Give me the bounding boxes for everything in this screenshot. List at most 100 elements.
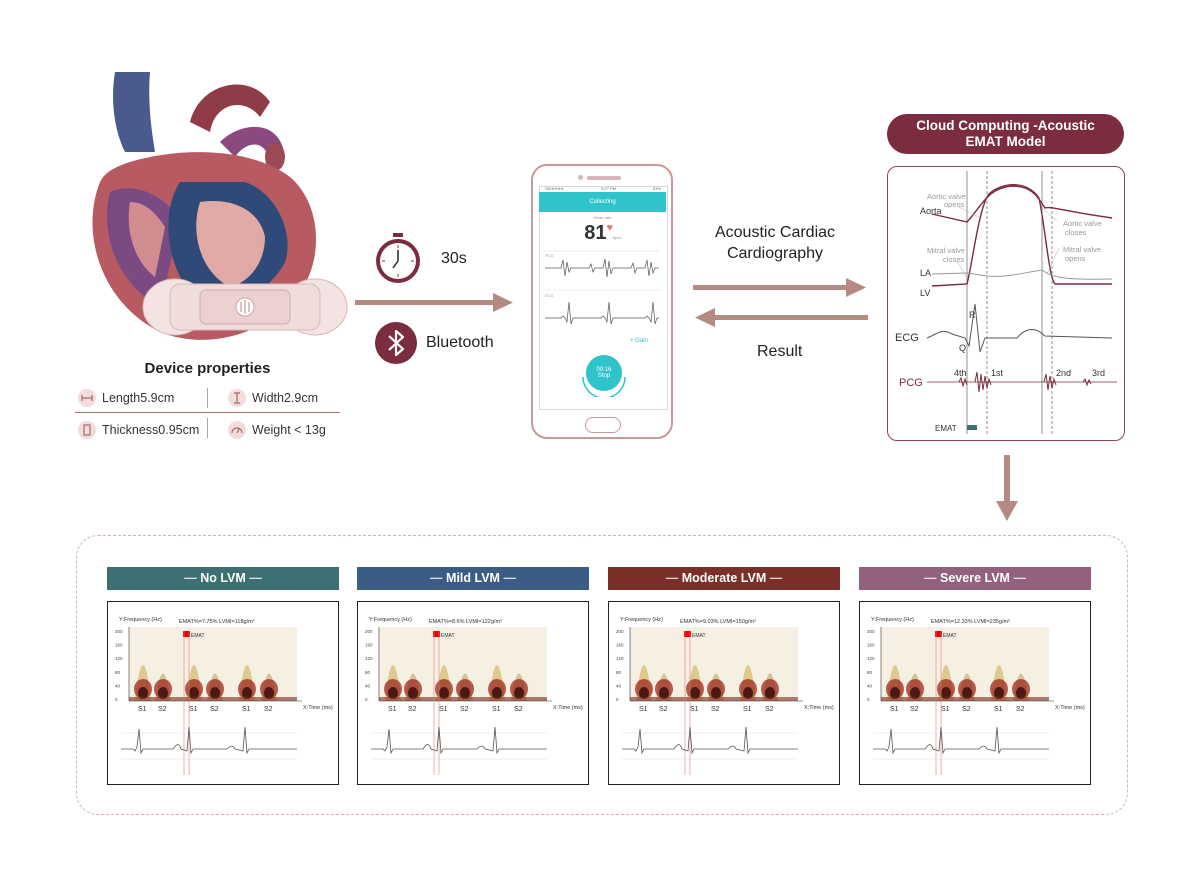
y-tick-label: 120 <box>616 656 624 661</box>
y-axis-label: Y:Frequency (Hz) <box>620 617 663 623</box>
y-tick-label: 40 <box>616 683 622 688</box>
spectral-core-dark <box>711 687 721 699</box>
spectral-core-dark <box>941 687 951 699</box>
device-length-label: Length5.9cm <box>102 391 175 405</box>
spectral-core-dark <box>659 687 669 699</box>
spectral-core-dark <box>460 687 470 699</box>
ecg-trace <box>622 726 798 755</box>
y-axis-label: Y:Frequency (Hz) <box>119 617 162 623</box>
carrier-label: SKHHHHL <box>545 186 565 191</box>
y-tick-label: 160 <box>365 643 373 648</box>
phone-ecg-label: ECG <box>545 293 554 298</box>
x-tick-label: S2 <box>1016 706 1025 713</box>
spectral-core-dark <box>962 687 972 699</box>
cloud-model-title: Cloud Computing -Acoustic EMAT Model <box>887 114 1124 154</box>
y-tick-label: 160 <box>115 643 123 648</box>
y-tick-label: 200 <box>365 629 373 634</box>
label-q-wave: Q <box>959 343 966 353</box>
device-weight-label: Weight < 13g <box>252 423 326 437</box>
cloud-title-line2: EMAT Model <box>965 134 1046 149</box>
x-tick-label: S2 <box>408 706 417 713</box>
spectral-core-dark <box>242 687 252 699</box>
emat-stats: EMAT%=9.03% LVMI=150g/m² <box>680 619 756 625</box>
x-tick-label: S1 <box>388 706 397 713</box>
dash-decoration: — <box>430 571 447 585</box>
ruler-icon <box>78 389 96 407</box>
label-sound-3rd: 3rd <box>1092 368 1105 378</box>
speaker-grille <box>587 176 621 180</box>
label-aorta: Aorta <box>920 206 942 216</box>
label-sound-4th: 4th <box>954 368 967 378</box>
device-length: Length5.9cm <box>78 389 174 407</box>
x-tick-label: S1 <box>690 706 699 713</box>
y-tick-label: 80 <box>867 670 873 675</box>
spectral-core-dark <box>439 687 449 699</box>
gain-control[interactable]: + Gain <box>630 338 648 344</box>
cloud-title-line1: Cloud Computing -Acoustic <box>916 118 1095 133</box>
x-axis-label: X:Time (ms) <box>303 705 333 711</box>
spectrogram-plot: Y:Frequency (Hz)EMAT%=7.75% LVMI=118g/m²… <box>115 617 333 775</box>
scale-icon <box>228 421 246 439</box>
emat-marker <box>433 631 440 637</box>
category-header: — No LVM — <box>107 567 339 590</box>
label-aortic-opens: Aortic valve <box>927 192 966 201</box>
emat-marker-label: EMAT <box>191 633 205 639</box>
device-width-label: Width2.9cm <box>252 391 318 405</box>
label-ecg: ECG <box>895 332 919 344</box>
result-label: Result <box>757 343 803 360</box>
y-tick-label: 160 <box>867 643 875 648</box>
spectral-core-dark <box>743 687 753 699</box>
label-pcg: PCG <box>899 377 923 389</box>
x-tick-label: S2 <box>158 706 167 713</box>
spectral-core-dark <box>158 687 168 699</box>
category-header: — Moderate LVM — <box>608 567 840 590</box>
ecg-trace <box>873 726 1049 755</box>
heart-rate-value: 81♥bpm <box>539 222 666 245</box>
emat-marker-label: EMAT <box>692 633 706 639</box>
plus-icon: + <box>630 338 636 344</box>
spectral-core-dark <box>765 687 775 699</box>
device-thickness-label: Thickness0.95cm <box>102 423 200 437</box>
y-tick-label: 200 <box>616 629 624 634</box>
home-button[interactable] <box>585 417 621 433</box>
y-tick-label: 120 <box>115 656 123 661</box>
x-tick-label: S2 <box>711 706 720 713</box>
gain-label: Gain <box>635 338 648 344</box>
spectral-core-dark <box>138 687 148 699</box>
x-tick-label: S2 <box>962 706 971 713</box>
bluetooth-icon <box>375 322 417 364</box>
results-container <box>76 535 1128 815</box>
x-tick-label: S1 <box>492 706 501 713</box>
y-tick-label: 40 <box>115 683 121 688</box>
thickness-icon <box>78 421 96 439</box>
spectral-core-dark <box>492 687 502 699</box>
spectral-core-dark <box>408 687 418 699</box>
device-weight: Weight < 13g <box>228 421 326 439</box>
phone-pcg-label: PCG <box>545 253 554 258</box>
dash-decoration: — <box>924 571 941 585</box>
spectral-core-dark <box>910 687 920 699</box>
x-tick-label: S2 <box>659 706 668 713</box>
spectral-core-dark <box>210 687 220 699</box>
emat-stats: EMAT%=12.33% LVMI=235g/m² <box>931 619 1010 625</box>
label-la: LA <box>920 268 931 278</box>
stop-button[interactable]: 00:16 Stop <box>586 355 622 391</box>
x-tick-label: S2 <box>264 706 273 713</box>
x-tick-label: S1 <box>138 706 147 713</box>
category-label: Moderate LVM <box>681 571 767 585</box>
wiggers-diagram: Aortic valve opens Aorta Aortic valve cl… <box>895 171 1117 434</box>
arrow-to-phone <box>355 293 513 312</box>
spectral-baseline <box>630 697 798 701</box>
label-emat: EMAT <box>935 424 957 433</box>
clock-icon <box>376 233 420 283</box>
x-axis-label: X:Time (ms) <box>1055 705 1085 711</box>
spectral-baseline <box>379 697 547 701</box>
arrow-to-phone-result <box>695 308 868 327</box>
dash-decoration: — <box>665 571 682 585</box>
dash-decoration: — <box>499 571 516 585</box>
y-tick-label: 200 <box>115 629 123 634</box>
x-axis-label: X:Time (ms) <box>804 705 834 711</box>
spectral-core-dark <box>388 687 398 699</box>
upload-label-line1: Acoustic Cardiac <box>714 224 836 241</box>
arrow-to-results <box>996 455 1018 521</box>
